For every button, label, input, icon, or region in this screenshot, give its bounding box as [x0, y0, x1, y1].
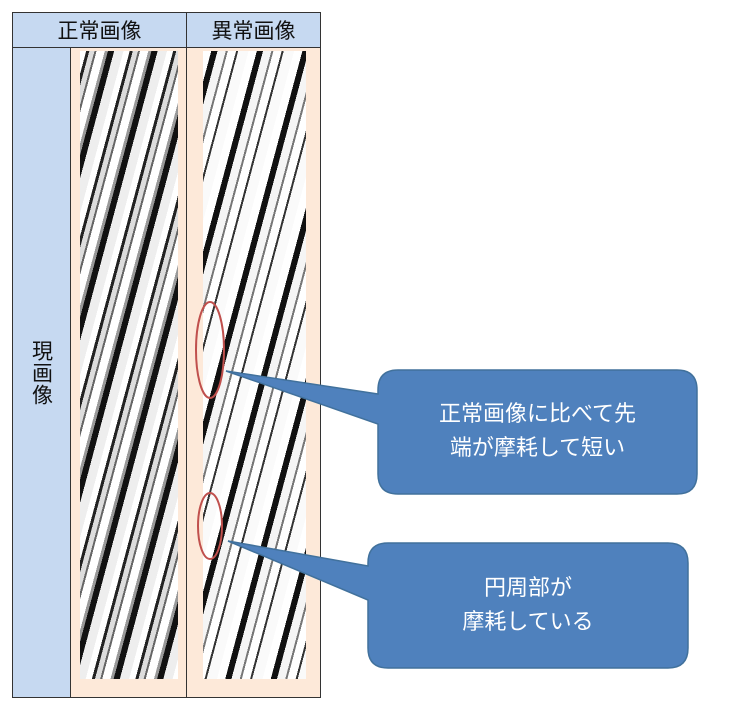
header-label: 異常画像 [211, 19, 296, 43]
callout-1-text: 正常画像に比べて先 端が摩耗して短い [378, 398, 697, 466]
row-label: 現画像 [29, 339, 54, 406]
callout-2-line1: 円周部が [483, 576, 572, 601]
header-label: 正常画像 [57, 19, 142, 43]
callout-shape-1 [225, 369, 698, 495]
callout-2-line2: 摩耗している [462, 610, 594, 635]
normal-tool-image [80, 51, 178, 679]
callout-2-text: 円周部が 摩耗している [368, 572, 688, 640]
wear-ellipse-circumference [197, 492, 223, 560]
header-normal-image: 正常画像 [12, 12, 187, 48]
callout-shape-2 [227, 540, 689, 669]
callout-1-line1: 正常画像に比べて先 [438, 402, 637, 427]
callout-1-line2: 端が摩耗して短い [449, 436, 626, 461]
abnormal-tool-image [203, 51, 306, 679]
wear-ellipse-tip [195, 301, 225, 399]
